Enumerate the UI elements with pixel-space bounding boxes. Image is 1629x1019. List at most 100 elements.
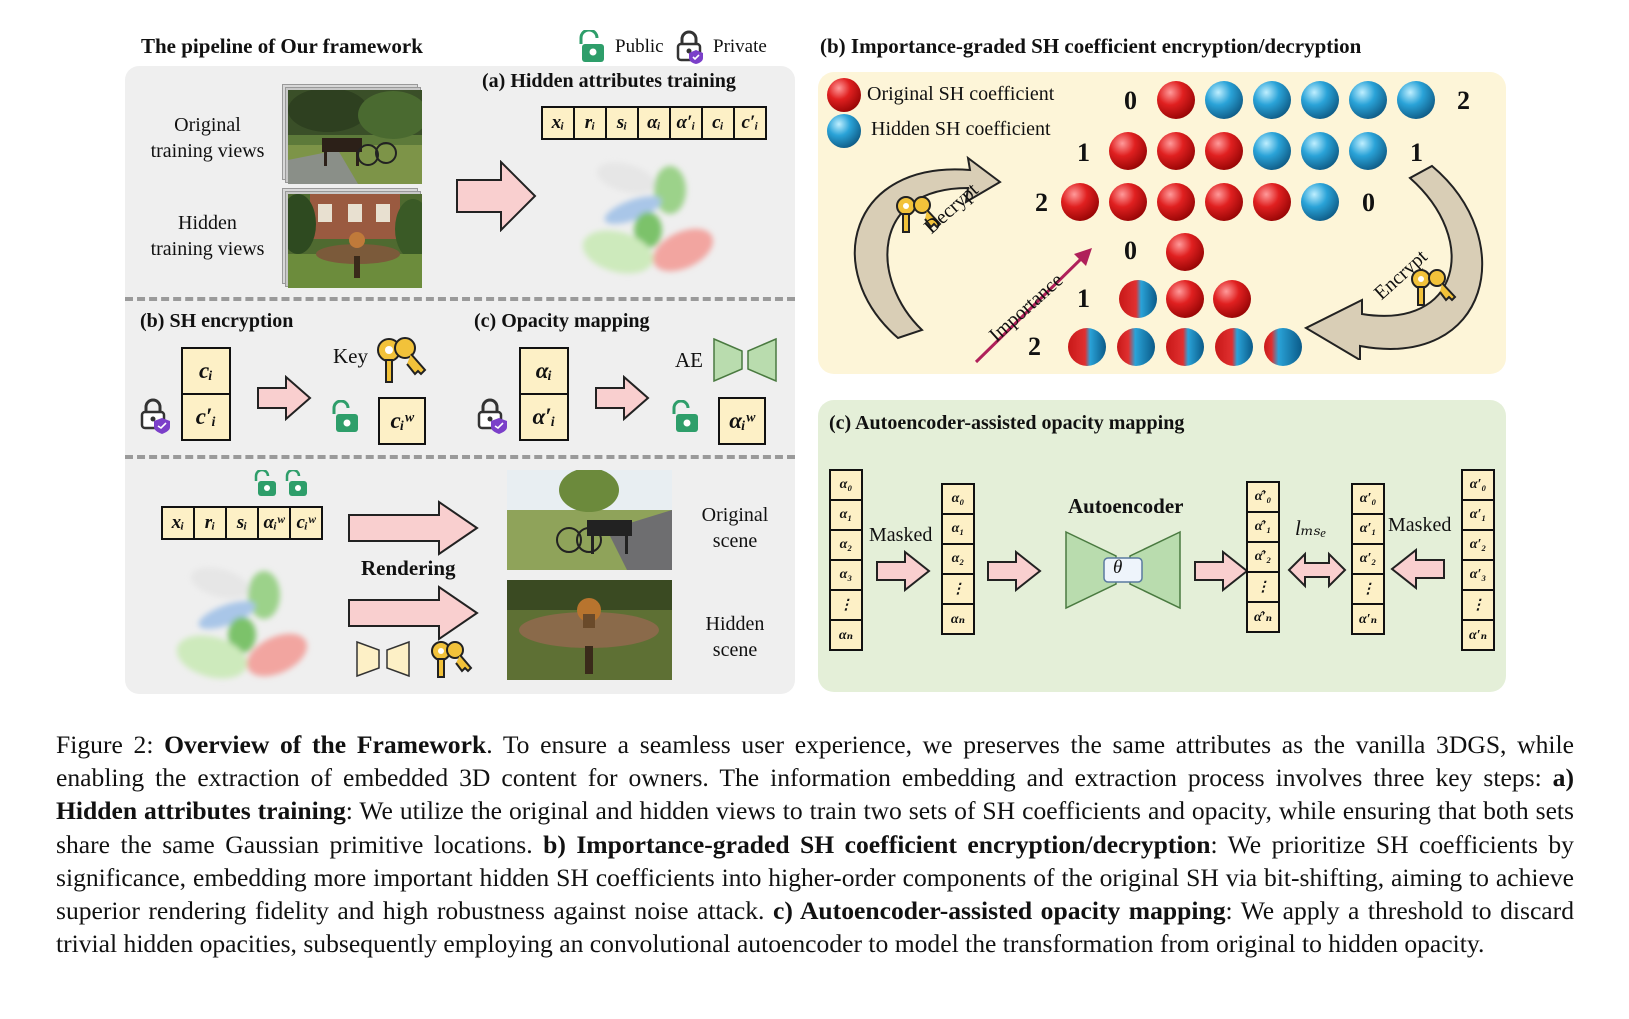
caption-text-b: : We prioritize SH coefficients by signi…	[56, 829, 1574, 926]
alpha-masked-2: α₂	[943, 545, 973, 575]
row-label-lower-1: 1	[1077, 284, 1090, 313]
alpha-3: α₃	[831, 561, 861, 591]
alpha-hat-1: α̂′₁	[1248, 513, 1278, 543]
alpha-1: α₁	[831, 501, 861, 531]
sh-ball	[1205, 132, 1243, 170]
key-icon-encrypt	[1411, 269, 1457, 306]
sh-ball	[1349, 81, 1387, 119]
sh-ball	[1264, 328, 1302, 366]
panel-b-title: (b) SH encryption	[140, 310, 294, 332]
sh-ball	[1301, 183, 1339, 221]
hidden-scene-label: Hidden scene	[705, 613, 765, 661]
hidden-views-label: Hidden training views	[150, 212, 265, 260]
sh-c-w: cᵢʷ	[390, 408, 414, 433]
sh-panel-title: (b) Importance-graded SH coefficient enc…	[820, 34, 1362, 58]
legend-hidden-sh: Hidden SH coefficient	[871, 118, 1051, 140]
alpha-masked-1: α₁	[943, 515, 973, 545]
caption-prefix: Figure 2:	[56, 730, 165, 759]
sh-encrypted-box: cᵢʷ	[378, 397, 426, 445]
private-lock-icon-opacity	[477, 398, 507, 434]
attr-s: sᵢ	[607, 108, 639, 138]
key-icon-render	[431, 641, 473, 678]
attr-r: rᵢ	[575, 108, 607, 138]
private-lock-icon-sh	[140, 398, 170, 434]
importance-arrow	[974, 248, 1092, 364]
sh-ball	[1117, 328, 1155, 366]
ae-panel-title: (c) Autoencoder-assisted opacity mapping	[829, 412, 1185, 434]
row-label-lower-2: 2	[1028, 332, 1041, 361]
alpha-prime-n: α′ₙ	[1468, 627, 1488, 643]
alpha-prime-1: α′₁	[1463, 501, 1493, 531]
figure-caption: Figure 2: Overview of the Framework. To …	[56, 728, 1574, 960]
caption-text-c: : We apply a threshold to discard trivia…	[56, 896, 1574, 959]
sh-ball	[1253, 81, 1291, 119]
attr-c: cᵢ	[703, 108, 735, 138]
panel-a-title: (a) Hidden attributes training	[482, 70, 736, 92]
gaussian-blobs-render-icon	[176, 567, 307, 679]
alpha-prime-column: α′₀ α′₁ α′₂ α′₃ ⋮ α′ₙ	[1461, 469, 1495, 651]
sh-ball	[1166, 233, 1204, 271]
row-label-left-0: 0	[1124, 86, 1137, 115]
render-attr-s: sᵢ	[227, 508, 259, 538]
ae-decoder-icon	[356, 640, 410, 678]
alpha-prime-dots: ⋮	[1463, 591, 1493, 621]
legend-private-label: Private	[713, 36, 767, 57]
sh-c-prime: c′ᵢ	[195, 404, 217, 429]
alpha-masked-n: αₙ	[950, 611, 966, 627]
alpha-dots: ⋮	[831, 591, 861, 621]
key-icon	[377, 337, 427, 383]
opacity-map-arrow	[595, 375, 650, 421]
sh-ball	[1301, 81, 1339, 119]
attr-c-prime: c′ᵢ	[741, 112, 759, 133]
row-label-left-2: 2	[1035, 188, 1048, 217]
theta-label: θ	[1113, 557, 1123, 578]
masked-arrow-right	[1390, 548, 1445, 590]
alpha-masked-dots: ⋮	[943, 575, 973, 605]
sh-ball	[1166, 280, 1204, 318]
caption-step-c: c) Autoencoder-assisted opacity mapping	[772, 896, 1226, 926]
row-label-lower-0: 0	[1124, 236, 1137, 265]
ae-label: AE	[675, 348, 703, 372]
alpha-prime-3: α′₃	[1463, 561, 1493, 591]
masked-label-right: Masked	[1388, 514, 1452, 536]
render-attr-r: rᵢ	[195, 508, 227, 538]
public-lock-icon-render-1	[254, 470, 276, 496]
caption-intro: . To ensure a seamless user experience, …	[56, 730, 1575, 793]
alpha-prime-masked-0: α′₀	[1353, 485, 1383, 515]
sh-ball	[1157, 183, 1195, 221]
render-attr-alpha-w: αᵢʷ	[259, 508, 291, 538]
alpha-prime-2: α′₂	[1463, 531, 1493, 561]
sh-ball	[1349, 132, 1387, 170]
encode-arrow	[987, 550, 1042, 592]
alpha-prime-masked-n: α′ₙ	[1358, 611, 1378, 627]
attr-alpha: αᵢ	[639, 108, 671, 138]
attribute-chain-a: xᵢ rᵢ sᵢ αᵢ α′ᵢ cᵢ c′ᵢ	[541, 106, 767, 140]
opacity-mapped-box: αᵢʷ	[718, 397, 766, 445]
original-views-label: Original training views	[150, 114, 265, 162]
render-arrow-hidden	[348, 585, 479, 641]
legend-original-sh: Original SH coefficient	[867, 83, 1055, 105]
sh-ball	[1068, 328, 1106, 366]
public-lock-icon-opacity	[672, 400, 698, 432]
sh-ball	[1109, 132, 1147, 170]
sh-ball	[1109, 183, 1147, 221]
panel-c-title: (c) Opacity mapping	[474, 310, 650, 332]
public-lock-icon-sh	[332, 400, 358, 432]
row-label-right-2: 2	[1457, 86, 1470, 115]
sh-c: cᵢ	[183, 349, 229, 395]
attr-alpha-prime: α′ᵢ	[671, 108, 703, 138]
caption-title: Overview of the Framework	[164, 730, 487, 759]
sh-ball	[1213, 280, 1251, 318]
alpha-masked-column: α₀ α₁ α₂ ⋮ αₙ	[941, 483, 975, 635]
row-label-right-0: 0	[1362, 188, 1375, 217]
sh-coefficient-box: cᵢ c′ᵢ	[181, 347, 231, 441]
sh-ball	[1205, 81, 1243, 119]
key-label: Key	[333, 344, 368, 368]
autoencoder-icon-large	[1065, 530, 1181, 610]
pipeline-title: The pipeline of Our framework	[141, 34, 423, 58]
render-arrow-original	[348, 500, 479, 556]
sh-encrypt-arrow	[257, 375, 312, 421]
opacity-box: αᵢ α′ᵢ	[519, 347, 569, 441]
loss-label: lₘₛₑ	[1295, 516, 1327, 540]
encrypt-arrow	[1303, 164, 1484, 360]
